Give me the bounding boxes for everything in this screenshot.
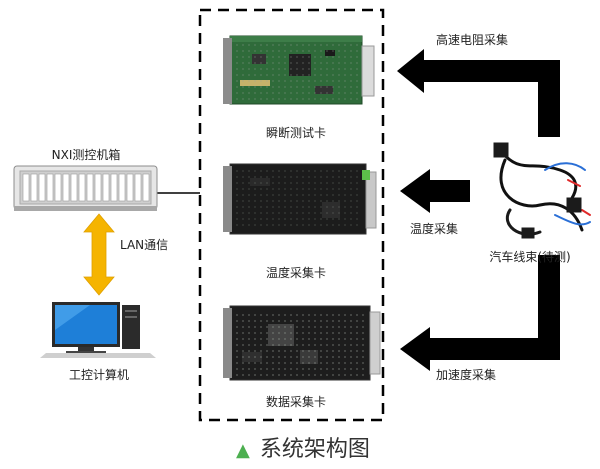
acceleration-label: 加速度采集 <box>436 368 497 382</box>
resistance-label: 高速电阻采集 <box>436 33 509 47</box>
temperature-arrow <box>400 169 470 213</box>
data-acquisition-card-label: 数据采集卡 <box>265 395 327 409</box>
temperature-card-image <box>223 163 377 235</box>
nxi-chassis-image <box>13 165 158 211</box>
industrial-computer-label: 工控计算机 <box>68 368 130 382</box>
industrial-computer-image <box>40 302 156 358</box>
caption-text: 系统架构图 <box>259 437 370 462</box>
resistance-arrow <box>397 49 560 137</box>
lan-label: LAN通信 <box>120 238 169 252</box>
transient-test-card-image <box>223 35 375 105</box>
nxi-chassis-label: NXI测控机箱 <box>51 148 121 162</box>
acceleration-arrow <box>400 255 560 371</box>
figure-caption: ▲ 系统架构图 <box>236 436 370 465</box>
triangle-marker-icon: ▲ <box>236 440 250 461</box>
lan-double-arrow <box>83 213 115 296</box>
data-acquisition-card-image <box>223 305 381 381</box>
temperature-acq-label: 温度采集 <box>410 222 459 236</box>
transient-test-card-label: 瞬断测试卡 <box>265 126 327 140</box>
wire-harness-label: 汽车线束(待测) <box>489 250 571 264</box>
wire-harness-image <box>493 142 591 239</box>
card-group-dashed-box <box>198 8 385 422</box>
temperature-card-label: 温度采集卡 <box>265 266 327 280</box>
